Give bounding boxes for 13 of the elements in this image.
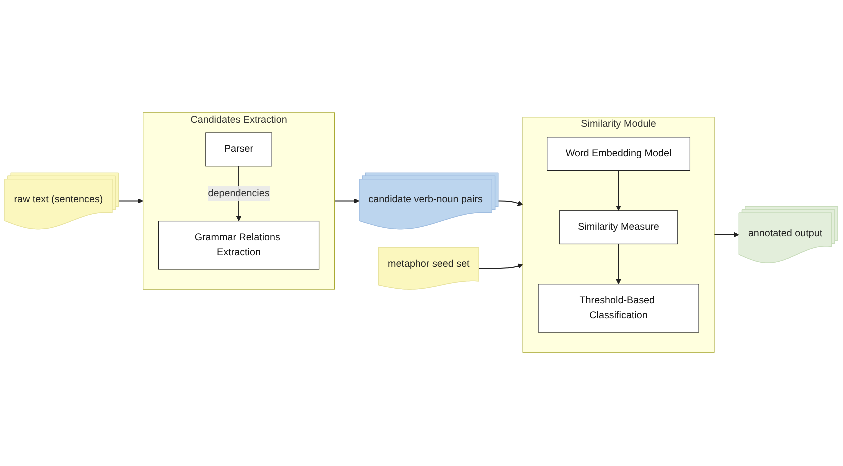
arrow	[616, 244, 622, 285]
node-box: Word Embedding Model	[547, 137, 690, 172]
node-box: Parser	[206, 132, 272, 167]
node-box: Similarity Measure	[559, 210, 678, 245]
node-box: Grammar Relations Extraction	[158, 221, 320, 270]
arrow	[714, 232, 740, 238]
arrow	[498, 200, 524, 206]
arrow	[334, 198, 360, 204]
arrow	[118, 198, 144, 204]
arrow	[616, 170, 622, 212]
node-box: Threshold-Based Classification	[538, 284, 700, 334]
edge-label: dependencies	[208, 188, 270, 199]
arrow	[478, 264, 524, 270]
